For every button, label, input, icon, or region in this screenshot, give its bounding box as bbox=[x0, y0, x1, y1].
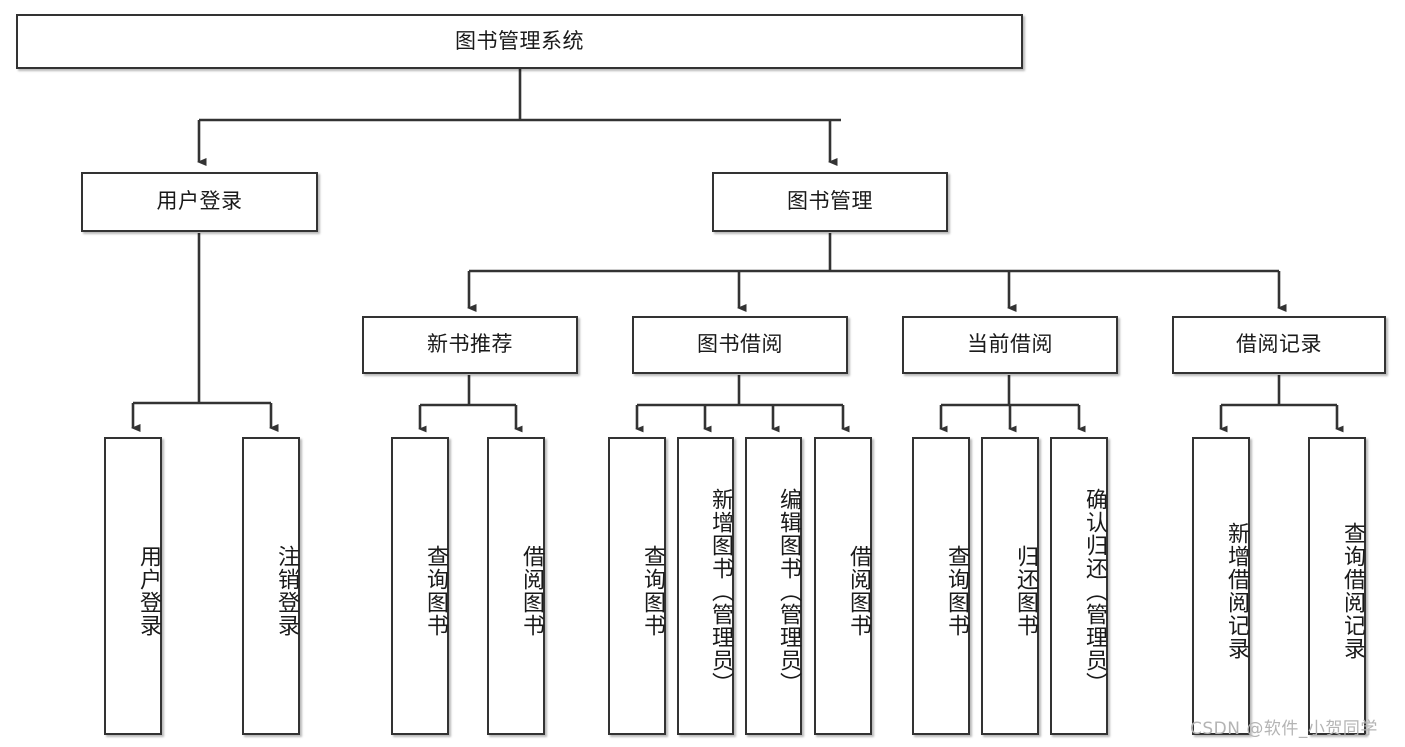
node-root[interactable]: 图书管理系统 bbox=[16, 14, 1023, 69]
node-book-borrow-label: 图书借阅 bbox=[697, 332, 783, 357]
node-leaf-return-book[interactable]: 归还图书 bbox=[981, 437, 1039, 735]
node-leaf-add-book[interactable]: 新增图书（管理员） bbox=[677, 437, 734, 735]
node-leaf-user-login[interactable]: 用户登录 bbox=[104, 437, 162, 735]
node-leaf-user-login-label: 用户登录 bbox=[136, 545, 161, 637]
node-leaf-query-record-label: 查询借阅记录 bbox=[1340, 522, 1365, 660]
node-book-manage[interactable]: 图书管理 bbox=[712, 172, 948, 232]
csdn-watermark: CSDN @软件_小贺同学 bbox=[1190, 719, 1378, 739]
node-leaf-edit-book[interactable]: 编辑图书（管理员） bbox=[745, 437, 802, 735]
node-borrow-record[interactable]: 借阅记录 bbox=[1172, 316, 1386, 374]
node-root-label: 图书管理系统 bbox=[455, 28, 584, 53]
node-leaf-confirm-return-label: 确认归还（管理员） bbox=[1082, 487, 1107, 695]
node-user-login-label: 用户登录 bbox=[156, 189, 243, 214]
node-leaf-add-book-label: 新增图书（管理员） bbox=[708, 487, 733, 695]
node-leaf-borrow-book-2[interactable]: 借阅图书 bbox=[814, 437, 872, 735]
node-leaf-borrow-book-1[interactable]: 借阅图书 bbox=[487, 437, 545, 735]
node-leaf-query-book-2-label: 查询图书 bbox=[640, 545, 665, 637]
node-leaf-logout-login[interactable]: 注销登录 bbox=[242, 437, 300, 735]
node-leaf-add-record-label: 新增借阅记录 bbox=[1224, 522, 1249, 660]
node-leaf-query-record[interactable]: 查询借阅记录 bbox=[1308, 437, 1366, 735]
node-leaf-return-book-label: 归还图书 bbox=[1013, 545, 1038, 637]
node-leaf-logout-login-label: 注销登录 bbox=[274, 545, 299, 637]
node-leaf-borrow-book-2-label: 借阅图书 bbox=[846, 545, 871, 637]
node-leaf-add-record[interactable]: 新增借阅记录 bbox=[1192, 437, 1250, 735]
node-leaf-query-book-1-label: 查询图书 bbox=[423, 545, 448, 637]
node-leaf-query-book-2[interactable]: 查询图书 bbox=[608, 437, 666, 735]
node-new-book-recommend[interactable]: 新书推荐 bbox=[362, 316, 578, 374]
node-borrow-record-label: 借阅记录 bbox=[1236, 332, 1322, 357]
node-leaf-query-book-3-label: 查询图书 bbox=[944, 545, 969, 637]
node-current-borrow-label: 当前借阅 bbox=[967, 332, 1053, 357]
node-current-borrow[interactable]: 当前借阅 bbox=[902, 316, 1118, 374]
node-book-borrow[interactable]: 图书借阅 bbox=[632, 316, 848, 374]
node-user-login[interactable]: 用户登录 bbox=[81, 172, 318, 232]
node-leaf-query-book-1[interactable]: 查询图书 bbox=[391, 437, 449, 735]
node-leaf-query-book-3[interactable]: 查询图书 bbox=[912, 437, 970, 735]
node-leaf-confirm-return[interactable]: 确认归还（管理员） bbox=[1050, 437, 1108, 735]
node-leaf-edit-book-label: 编辑图书（管理员） bbox=[776, 487, 801, 695]
node-new-book-recommend-label: 新书推荐 bbox=[427, 332, 513, 357]
node-book-manage-label: 图书管理 bbox=[787, 189, 873, 214]
node-leaf-borrow-book-1-label: 借阅图书 bbox=[519, 545, 544, 637]
